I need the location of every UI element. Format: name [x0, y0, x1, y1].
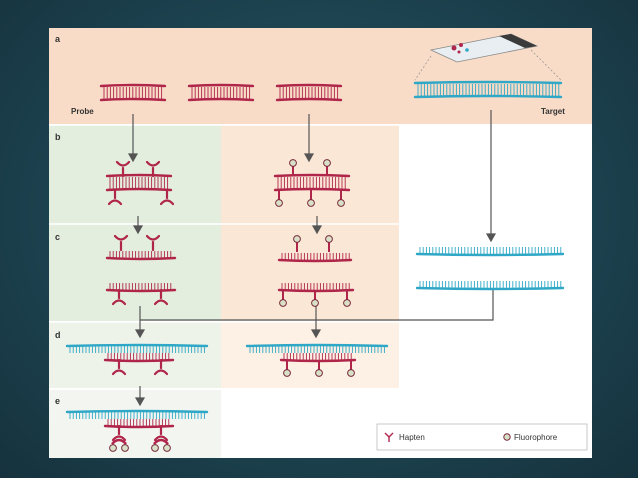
probe-duplex-2 [187, 83, 255, 102]
fluor-b-2 [323, 159, 331, 176]
legend: Hapten Fluorophore [376, 423, 588, 451]
panel-letter-c: c [55, 232, 60, 242]
hapten-b-4 [159, 188, 175, 206]
diagram-canvas: a b c d e Probe Target [49, 28, 592, 458]
probe-duplex-3 [275, 83, 343, 102]
hapten-c-1 [113, 234, 129, 252]
slide-icon [429, 33, 539, 63]
fluor-d-3 [347, 360, 355, 377]
arrowhead-target-denature [485, 233, 497, 243]
arrowhead-probe-fluoro [303, 153, 315, 163]
panel-letter-e: e [55, 396, 60, 406]
hapten-c-4 [153, 288, 169, 306]
target-merge-connector [140, 288, 494, 321]
hapten-c-3 [111, 288, 127, 306]
hapten-labelled-duplex [105, 173, 173, 192]
fluor-b-5 [337, 190, 345, 207]
panel-e-background [49, 389, 221, 458]
hapten-b-3 [107, 188, 123, 206]
fluor-c-3 [279, 290, 287, 307]
fluor-labelled-duplex [273, 173, 351, 192]
dna-strands [65, 80, 565, 452]
antibody-fluor-1 [109, 438, 129, 452]
legend-hapten-icon [384, 432, 394, 442]
hapten-strand-top [105, 251, 177, 261]
legend-hapten-label: Hapten [399, 433, 425, 442]
fluor-c-1 [293, 235, 301, 252]
hapten-d-2 [153, 358, 169, 376]
fluor-b-3 [275, 190, 283, 207]
arrowhead-c-d-hapten [134, 329, 146, 339]
fluor-b-4 [307, 190, 315, 207]
detect-target [65, 409, 209, 419]
hapten-b-2 [145, 160, 161, 178]
panel-letter-a: a [55, 34, 61, 44]
target-duplex [413, 80, 563, 99]
panel-d-background-left [49, 322, 221, 388]
arrowhead-probe-hapten [127, 153, 139, 163]
legend-fluorophore-icon [503, 433, 511, 441]
fluor-c-2 [325, 235, 333, 252]
panel-letter-b: b [55, 132, 61, 142]
antibody-fluor-2 [151, 438, 171, 452]
hapten-c-2 [145, 234, 161, 252]
target-strand-bottom [415, 281, 565, 291]
arrowhead-d-e [134, 397, 146, 407]
hybrid-target-right [245, 343, 389, 353]
hapten-strand-bottom [105, 283, 177, 293]
legend-fluorophore-label: Fluorophore [514, 433, 558, 442]
arrowhead-b-c-fluoro [311, 225, 323, 235]
hybrid-probe-left [103, 353, 175, 363]
target-label: Target [541, 107, 565, 116]
fluor-d-2 [315, 360, 323, 377]
arrowhead-c-d-fluoro [310, 329, 322, 339]
fluor-b-1 [289, 159, 297, 176]
hapten-d-1 [111, 358, 127, 376]
probe-duplex-1 [99, 83, 167, 102]
hybrid-target-left [65, 343, 209, 353]
slide-zoom-line-right [530, 49, 562, 81]
fluor-strand-top [277, 253, 353, 263]
fluor-c-5 [343, 290, 351, 307]
probe-label: Probe [71, 107, 94, 116]
fluor-c-4 [311, 290, 319, 307]
slide-zoom-line-left [414, 55, 432, 81]
fluor-d-1 [283, 360, 291, 377]
antibody-fluor-2-hapten [153, 424, 169, 442]
arrowhead-b-c-hapten [132, 225, 144, 235]
antibody-fluor-1-hapten [111, 424, 127, 442]
detect-probe [103, 419, 175, 429]
target-strand-top [415, 247, 565, 257]
panel-letter-d: d [55, 330, 61, 340]
hapten-b-1 [115, 160, 131, 178]
dna-probe-diagram: a b c d e Probe Target [49, 28, 592, 458]
